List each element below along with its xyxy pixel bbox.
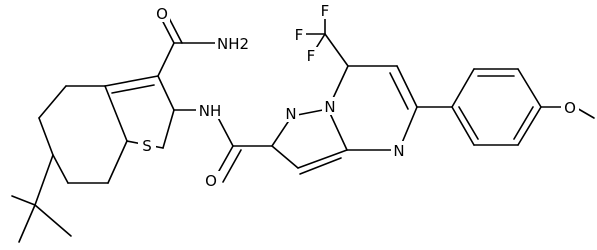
pyrimidine-n-label: N bbox=[393, 142, 404, 160]
pyrazole-n1-label: N bbox=[285, 105, 296, 123]
amide-oxygen-label: O bbox=[156, 5, 168, 23]
bond bbox=[297, 149, 348, 169]
fluorine-label-top: F bbox=[321, 2, 330, 20]
pyrazole-n2-label: N bbox=[324, 98, 335, 116]
bond bbox=[104, 75, 159, 87]
bond bbox=[299, 157, 342, 175]
methoxy-oxygen-label: O bbox=[564, 99, 576, 117]
fluorine-label-left: F bbox=[295, 26, 304, 44]
amide-nh2-label: NH2 bbox=[217, 35, 249, 53]
bond bbox=[104, 85, 128, 142]
bond bbox=[157, 42, 175, 77]
atom-labels: O NH2 NH S O N N N O F F F bbox=[138, 2, 579, 190]
nh-linker-label: NH bbox=[199, 102, 222, 120]
bond bbox=[111, 84, 155, 94]
bond bbox=[34, 204, 72, 237]
bond bbox=[327, 108, 348, 151]
bond bbox=[513, 106, 534, 140]
bond bbox=[38, 117, 54, 156]
bond bbox=[157, 75, 175, 111]
bond bbox=[160, 17, 175, 44]
carbonyl-oxygen-label: O bbox=[205, 172, 217, 190]
bonds bbox=[11, 12, 595, 243]
bond bbox=[396, 65, 418, 108]
bond bbox=[52, 154, 69, 184]
bond bbox=[11, 195, 36, 206]
bond bbox=[34, 154, 54, 206]
bond bbox=[517, 68, 542, 108]
bond bbox=[222, 149, 242, 183]
bond bbox=[38, 85, 67, 119]
bond bbox=[517, 106, 542, 146]
bond bbox=[271, 145, 299, 169]
bond bbox=[168, 17, 183, 44]
bond bbox=[162, 109, 175, 149]
bond bbox=[18, 204, 36, 243]
bond bbox=[451, 68, 475, 108]
fluorine-label-bottom: F bbox=[307, 47, 316, 65]
bond bbox=[324, 33, 349, 67]
bond bbox=[107, 140, 128, 184]
bond bbox=[458, 106, 479, 140]
thiophene-sulfur-label: S bbox=[142, 137, 152, 155]
bond bbox=[389, 72, 409, 110]
bond bbox=[451, 106, 475, 146]
